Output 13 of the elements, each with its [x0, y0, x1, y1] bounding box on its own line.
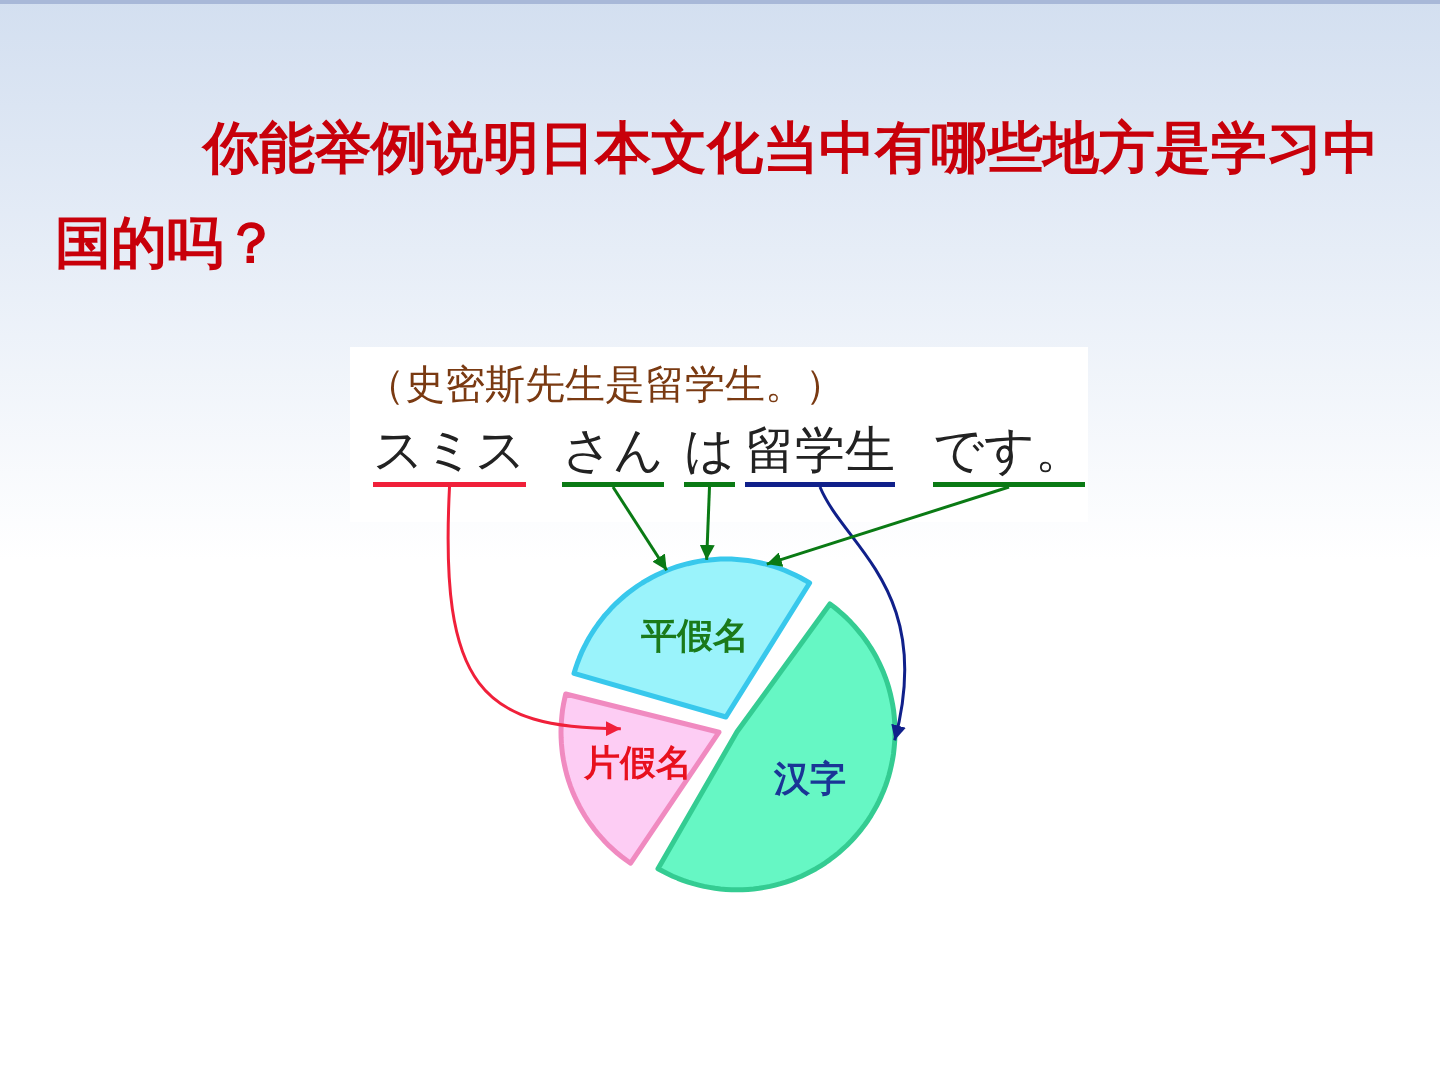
- arrow: [446, 486, 621, 736]
- slice-label: 平假名: [640, 613, 749, 658]
- underlined-word: スミス: [373, 420, 526, 487]
- arrow: [699, 486, 715, 560]
- translation-note: （史密斯先生是留学生。）: [365, 360, 845, 409]
- arrow: [766, 485, 1010, 567]
- underlined-word: さん: [562, 420, 664, 487]
- underlined-word: です。: [933, 420, 1085, 487]
- title: 你能举例说明日本文化当中有哪些地方是学习中国的吗？: [55, 114, 1380, 277]
- slice-label: 片假名: [583, 740, 692, 785]
- underlined-word: は: [684, 420, 735, 487]
- underlined-word: 留学生: [745, 420, 895, 487]
- slice-label: 汉字: [773, 756, 846, 801]
